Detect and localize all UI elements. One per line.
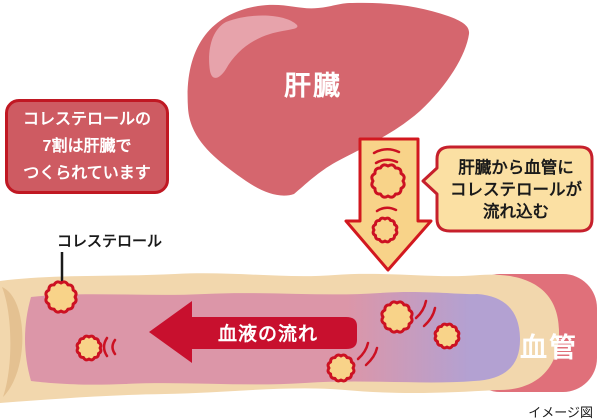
cholesterol-particle-icon <box>326 353 356 383</box>
cholesterol-particle-icon <box>44 280 78 314</box>
speech-bubble-line: コレステロールが <box>450 179 583 199</box>
cholesterol-particle-icon <box>75 334 103 362</box>
speech-bubble-shape <box>421 145 594 233</box>
blood-flow-label: 血液の流れ <box>218 322 318 345</box>
motion-marks-icon <box>111 338 117 356</box>
info-box-line: 7割は肝臓で <box>42 138 132 155</box>
caption: イメージ図 <box>528 405 593 420</box>
info-box-line: つくられています <box>23 165 151 182</box>
liver: 肝臓 <box>187 2 470 196</box>
motion-marks-icon <box>364 346 379 367</box>
speech-bubble: 肝臓から血管に コレステロールが 流れ込む <box>421 145 594 233</box>
motion-marks-icon <box>372 148 401 155</box>
cholesterol-particles <box>44 148 461 383</box>
info-box-line: コレステロールの <box>22 111 151 128</box>
motion-marks-icon <box>422 306 437 328</box>
liver-highlight <box>209 15 298 78</box>
motion-marks-icon <box>102 336 109 358</box>
speech-bubble-line: 流れ込む <box>483 201 549 221</box>
motion-marks-icon <box>375 206 398 213</box>
vessel-label: 血管 <box>520 333 578 363</box>
cholesterol-particle-icon <box>433 322 461 350</box>
down-arrow-icon <box>344 137 433 272</box>
cholesterol-particle-icon <box>371 216 399 244</box>
vessel-cut-face-shade <box>2 287 23 397</box>
cholesterol-particle-icon <box>380 300 414 334</box>
speech-bubble-line: 肝臓から血管に <box>458 157 574 177</box>
left-arrow-icon <box>149 301 357 363</box>
blood-flow: 血液の流れ <box>149 301 357 363</box>
cholesterol-label: コレステロール <box>57 233 162 250</box>
liver-label: 肝臓 <box>284 71 342 101</box>
motion-marks-icon <box>414 299 428 320</box>
info-box: コレステロールの 7割は肝臓で つくられています <box>5 99 169 194</box>
cholesterol-particle-icon <box>370 163 406 199</box>
motion-marks-icon <box>374 158 399 165</box>
motion-marks-icon <box>356 341 370 361</box>
liver-shape <box>187 2 470 196</box>
